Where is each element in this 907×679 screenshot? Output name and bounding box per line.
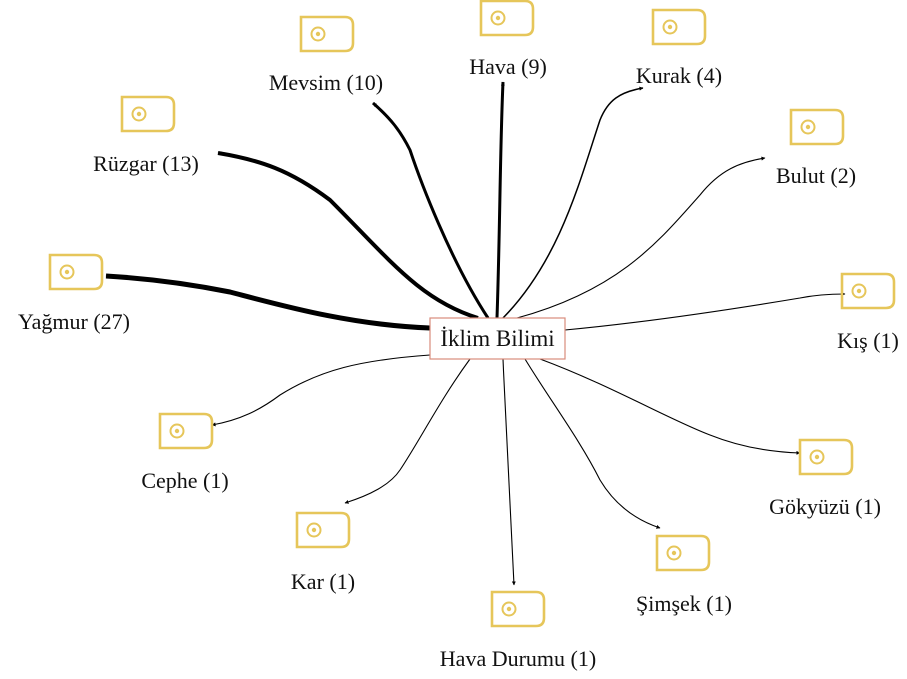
edge-simsek	[524, 358, 661, 529]
node-label-bulut[interactable]: Bulut (2)	[776, 163, 856, 188]
edge-bulut	[516, 156, 766, 319]
node-label-kar[interactable]: Kar (1)	[291, 569, 355, 594]
edge-kurak	[502, 86, 644, 319]
edge-kis	[564, 292, 846, 331]
node-label-kurak[interactable]: Kurak (4)	[636, 63, 722, 88]
resource-icon[interactable]	[789, 108, 845, 146]
edge-layer	[105, 81, 846, 586]
edge-hava	[495, 81, 505, 319]
resource-icon[interactable]	[655, 534, 711, 572]
resource-icon[interactable]	[798, 438, 854, 476]
node-label-hava-durumu[interactable]: Hava Durumu (1)	[440, 646, 596, 671]
node-label-simsek[interactable]: Şimşek (1)	[636, 591, 732, 616]
node-label-gokyuzu[interactable]: Gökyüzü (1)	[769, 494, 881, 519]
node-label-kis[interactable]: Kış (1)	[837, 328, 899, 353]
edge-mevsim	[372, 101, 490, 319]
resource-icon[interactable]	[48, 253, 104, 291]
label-layer: Hava (9) Mevsim (10) Kurak (4) Rüzgar (13) B…	[18, 54, 899, 671]
node-label-yagmur[interactable]: Yağmur (27)	[18, 309, 130, 334]
node-label-hava[interactable]: Hava (9)	[469, 54, 547, 79]
icon-layer	[48, 0, 896, 628]
edge-kar	[344, 358, 471, 504]
center-node-box	[429, 317, 566, 360]
edge-cephe	[211, 354, 431, 427]
edge-ruzgar	[217, 151, 479, 320]
resource-icon[interactable]	[299, 15, 355, 53]
resource-icon[interactable]	[158, 412, 214, 450]
edge-hava-durumu	[502, 358, 516, 586]
edge-yagmur	[105, 273, 431, 331]
resource-icon[interactable]	[295, 511, 351, 549]
center-node-label: İklim Bilimi	[440, 326, 554, 351]
resource-icon[interactable]	[120, 95, 176, 133]
resource-icon[interactable]	[490, 590, 546, 628]
node-label-ruzgar[interactable]: Rüzgar (13)	[93, 151, 199, 176]
center-node[interactable]: İklim Bilimi	[429, 317, 566, 360]
resource-icon[interactable]	[840, 272, 896, 310]
resource-icon[interactable]	[651, 8, 707, 46]
node-label-cephe[interactable]: Cephe (1)	[141, 468, 228, 493]
node-label-mevsim[interactable]: Mevsim (10)	[269, 70, 383, 95]
edge-gokyuzu	[539, 358, 801, 455]
resource-icon[interactable]	[479, 0, 535, 37]
